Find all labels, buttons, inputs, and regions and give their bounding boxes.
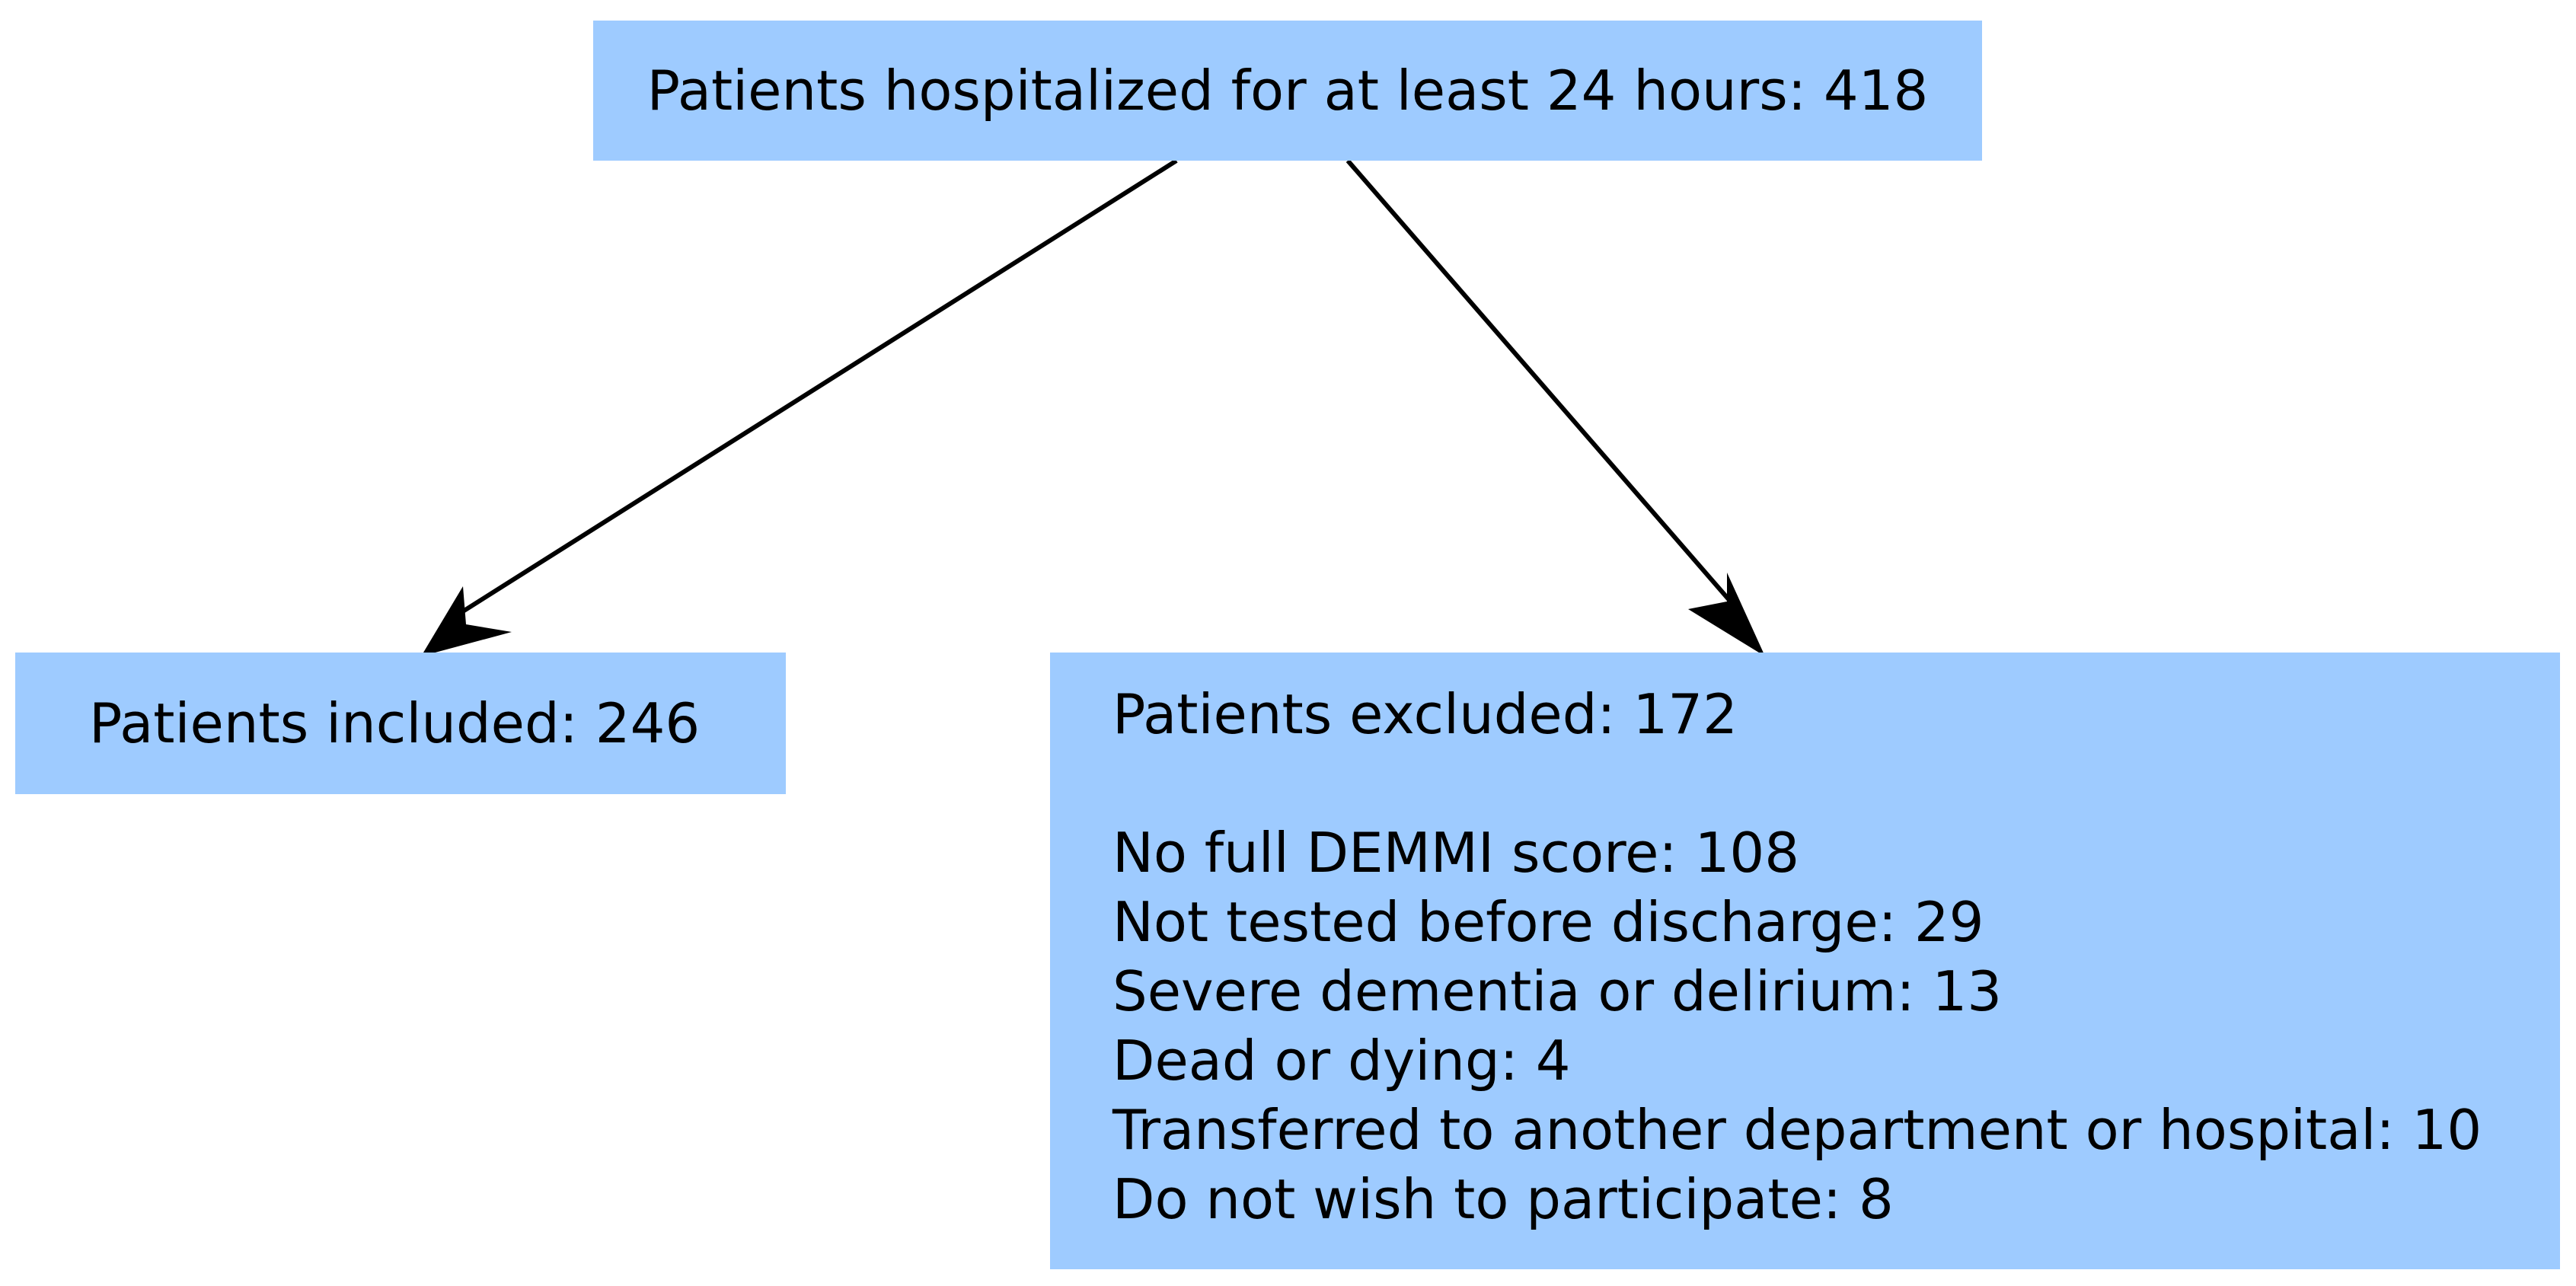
box-excluded: Patients excluded: 172 No full DEMMI sco… <box>1050 653 2560 1269</box>
excluded-title: Patients excluded: 172 <box>1112 682 1738 746</box>
exclusion-reason: Not tested before discharge: 29 <box>1112 890 1984 954</box>
arrowhead-excluded <box>1688 573 1765 656</box>
arrow-to-excluded <box>1345 159 1765 656</box>
exclusion-reason: Dead or dying: 4 <box>1112 1029 1571 1093</box>
box-hospitalized: Patients hospitalized for at least 24 ho… <box>593 21 1982 161</box>
arrow-to-included <box>421 158 1178 656</box>
excluded-spacer <box>1112 749 2560 819</box>
exclusion-reason: No full DEMMI score: 108 <box>1112 821 1800 885</box>
exclusion-reason: Transferred to another department or hos… <box>1112 1098 2482 1162</box>
exclusion-reason: Do not wish to participate: 8 <box>1112 1167 1894 1231</box>
box-included: Patients included: 246 <box>15 653 786 794</box>
exclusion-reason: Severe dementia or delirium: 13 <box>1112 959 2003 1023</box>
arrowhead-included <box>421 586 512 656</box>
included-label: Patients included: 246 <box>89 691 701 755</box>
hospitalized-label: Patients hospitalized for at least 24 ho… <box>646 59 1929 123</box>
